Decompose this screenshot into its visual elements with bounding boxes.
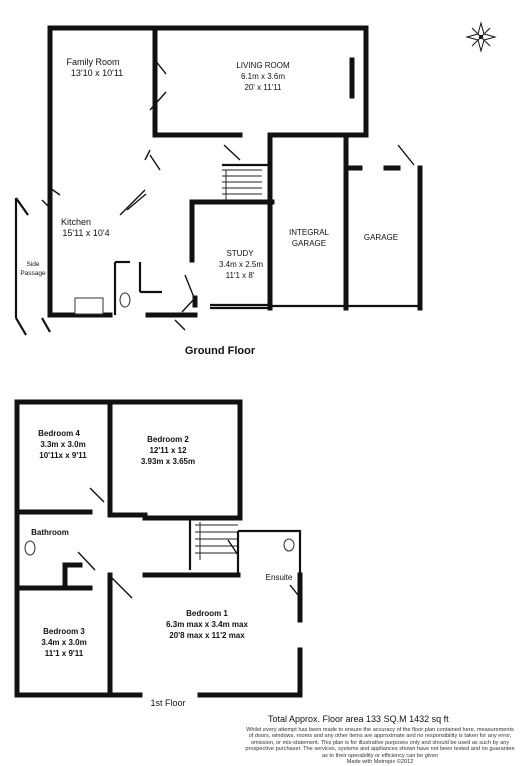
- living-room-size-imperial: 20' x 11'11: [244, 83, 282, 92]
- kitchen-name: Kitchen: [61, 217, 91, 227]
- side-passage-label-1: Side: [26, 261, 39, 268]
- first-floor-title: 1st Floor: [150, 698, 185, 708]
- ensuite-toilet-icon: [283, 538, 295, 552]
- bedroom3-size-metric: 3.4m x 3.0m: [41, 638, 86, 647]
- bedroom4-size-imperial: 10'11x x 9'11: [39, 451, 87, 460]
- integral-garage-label-1: INTEGRAL: [289, 228, 330, 237]
- first-floor-plan: [14, 399, 303, 698]
- bedroom1-size-metric: 6.3m max x 3.4m max: [166, 620, 248, 629]
- bedroom2-size-metric: 3.93m x 3.65m: [141, 457, 195, 466]
- total-floor-area: Total Approx. Floor area 133 SQ.M 1432 s…: [268, 714, 449, 724]
- bedroom4-name: Bedroom 4: [38, 429, 80, 438]
- family-room-name: Family Room: [66, 57, 119, 67]
- study-size-imperial: 11'1 x 8': [226, 271, 255, 280]
- bedroom3-size-imperial: 11'1 x 9'11: [45, 649, 84, 658]
- disclaimer-line: omission, or mis-statement. This plan is…: [250, 739, 510, 746]
- bedroom1-name: Bedroom 1: [186, 609, 228, 618]
- family-room-size: 13'10 x 10'11: [71, 68, 123, 78]
- bathroom-name: Bathroom: [31, 528, 69, 537]
- bedroom3-name: Bedroom 3: [43, 627, 85, 636]
- disclaimer-line: prospective purchaser. The services, sys…: [245, 746, 515, 753]
- ground-floor-title: Ground Floor: [185, 345, 256, 357]
- living-room-size-metric: 6.1m x 3.6m: [241, 72, 285, 81]
- basin-icon: [24, 540, 36, 556]
- disclaimer-line: Made with Metropix ©2012: [346, 759, 414, 766]
- ground-floor-plan: [14, 25, 423, 336]
- study-size-metric: 3.4m x 2.5m: [219, 260, 263, 269]
- disclaimer: Whilst every attempt has been made to en…: [230, 727, 530, 765]
- compass-icon: [465, 21, 497, 53]
- study-name: STUDY: [226, 249, 254, 258]
- ensuite-name: Ensuite: [266, 573, 293, 582]
- kitchen-sink-icon: [74, 297, 104, 315]
- disclaimer-line: of doors, windows, rooms and any other i…: [248, 733, 512, 740]
- side-passage-label-2: Passage: [20, 270, 46, 277]
- bedroom2-name: Bedroom 2: [147, 435, 189, 444]
- living-room-name: LIVING ROOM: [236, 61, 290, 70]
- garage-name: GARAGE: [364, 233, 398, 242]
- toilet-icon: [119, 292, 131, 308]
- bedroom1-size-imperial: 20'8 max x 11'2 max: [169, 631, 245, 640]
- kitchen-size: 15'11 x 10'4: [62, 228, 109, 238]
- integral-garage-label-2: GARAGE: [292, 239, 326, 248]
- bedroom4-size-metric: 3.3m x 3.0m: [40, 440, 85, 449]
- disclaimer-line: Whilst every attempt has been made to en…: [246, 727, 514, 733]
- disclaimer-line: as to their operability or efficiency ca…: [321, 752, 439, 759]
- bedroom2-size-imperial: 12'11 x 12: [149, 446, 187, 455]
